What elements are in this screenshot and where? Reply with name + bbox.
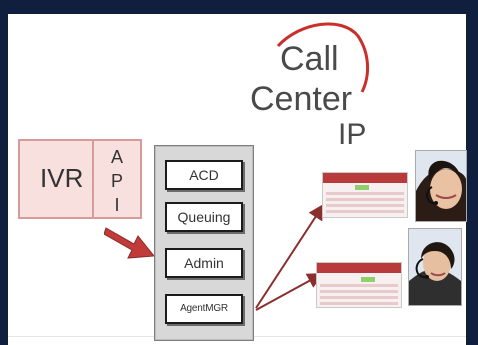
agent-screen-1-row-3	[326, 204, 404, 207]
module-agentmgr: AgentMGR	[165, 294, 243, 324]
module-acd-label: ACD	[189, 167, 219, 183]
agent-screen-1-highlight	[355, 185, 369, 190]
ivr-to-stack-arrow-icon	[104, 227, 155, 259]
ivr-box: IVR A P I	[18, 139, 142, 219]
module-agentmgr-label: AgentMGR	[180, 303, 228, 314]
right-border	[466, 0, 478, 345]
agent-headset-photo-2-icon	[408, 228, 462, 306]
agent-screen-2-row-3	[320, 296, 398, 299]
agent-headset-photo-1-icon	[415, 150, 467, 222]
left-border	[0, 0, 8, 345]
agent-screen-1	[322, 172, 408, 218]
agent-screen-1-row-4	[326, 210, 404, 213]
module-acd: ACD	[165, 160, 243, 190]
api-letter-p: P	[110, 171, 123, 191]
agent-screen-1-row-2	[326, 198, 404, 201]
agent-screen-2-row-1	[320, 284, 398, 287]
agent-screen-2-highlight	[361, 277, 375, 282]
module-admin-label: Admin	[184, 255, 224, 271]
api-letter-i: I	[114, 195, 120, 215]
agent-screen-2-header	[317, 263, 401, 273]
ivr-divider	[92, 141, 94, 217]
module-queuing-label: Queuing	[177, 209, 231, 225]
agent-screen-2-row-2	[320, 290, 398, 293]
api-letter-a: A	[110, 147, 123, 167]
module-admin: Admin	[165, 248, 243, 278]
agent-screen-2-row-4	[320, 302, 398, 305]
module-stack: ACD Queuing Admin AgentMGR	[154, 145, 254, 341]
title-line-3: IP	[338, 118, 367, 151]
title-line-1: Call	[280, 40, 339, 78]
top-border	[0, 0, 478, 14]
agent-screen-1-header	[323, 173, 407, 183]
title-arc-icon	[276, 22, 369, 93]
title-line-2: Center	[250, 80, 353, 118]
ivr-label: IVR	[40, 163, 84, 193]
agent-screen-1-row-1	[326, 192, 404, 195]
module-queuing: Queuing	[165, 202, 243, 232]
agent-screen-2	[316, 262, 402, 308]
agentmgr-connectors	[255, 203, 325, 311]
